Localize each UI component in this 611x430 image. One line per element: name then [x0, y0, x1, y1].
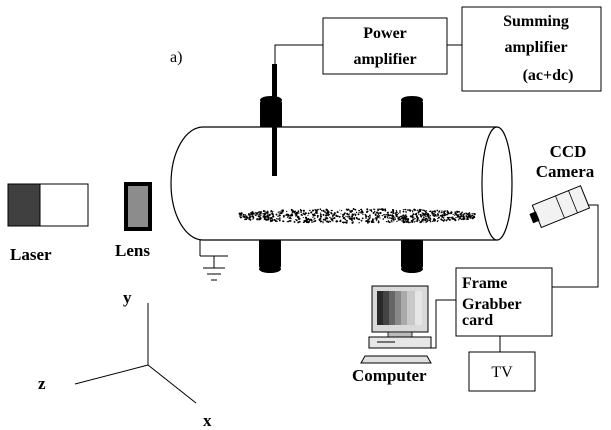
power-amplifier-label-1: Power [363, 25, 407, 42]
summing-amplifier-label-1: Summing [503, 13, 569, 30]
ccd-camera [529, 185, 591, 229]
z-axis [74, 364, 149, 385]
computer-label: Computer [352, 366, 427, 385]
cylindrical-chamber [170, 126, 513, 241]
laser [7, 183, 89, 227]
frame-grabber-label-1: Frame [462, 275, 507, 292]
frame-grabber-label-2: Grabber [462, 296, 522, 313]
top-right-electrode-post [401, 96, 423, 130]
bottom-left-electrode-post [259, 237, 281, 273]
ccd-label-1: CCD [550, 142, 587, 161]
x-axis [147, 364, 197, 404]
z-axis-label: z [38, 374, 46, 393]
electrode-rod [272, 64, 277, 176]
tv-label: TV [491, 364, 513, 381]
lens-label: Lens [115, 241, 150, 260]
y-axis-label: y [123, 288, 132, 307]
lens [124, 182, 152, 231]
particle-cloud [238, 208, 476, 224]
power-amplifier-label-2: amplifier [353, 51, 416, 68]
ground-symbol [199, 240, 228, 281]
camera-cable [552, 204, 599, 288]
x-axis-label: x [203, 411, 212, 430]
summing-amplifier: Summing amplifier (ac+dc) [461, 6, 602, 92]
bottom-right-electrode-post [401, 237, 423, 273]
frame-grabber-card: Frame Grabber card [455, 267, 553, 337]
summing-amplifier-label-3: (ac+dc) [523, 67, 574, 84]
panel-label: a) [170, 49, 182, 66]
frame-grabber-label-3: card [462, 312, 493, 329]
power-amplifier: Power amplifier [322, 17, 448, 75]
coordinate-axes [74, 303, 197, 404]
computer [360, 285, 432, 364]
laser-label: Laser [10, 245, 52, 264]
summing-amplifier-label-2: amplifier [504, 39, 567, 56]
tv-monitor: TV [468, 351, 536, 392]
electrode-feed-wire [274, 44, 323, 65]
ccd-label-2: Camera [536, 162, 595, 181]
top-left-electrode-post [260, 96, 282, 130]
